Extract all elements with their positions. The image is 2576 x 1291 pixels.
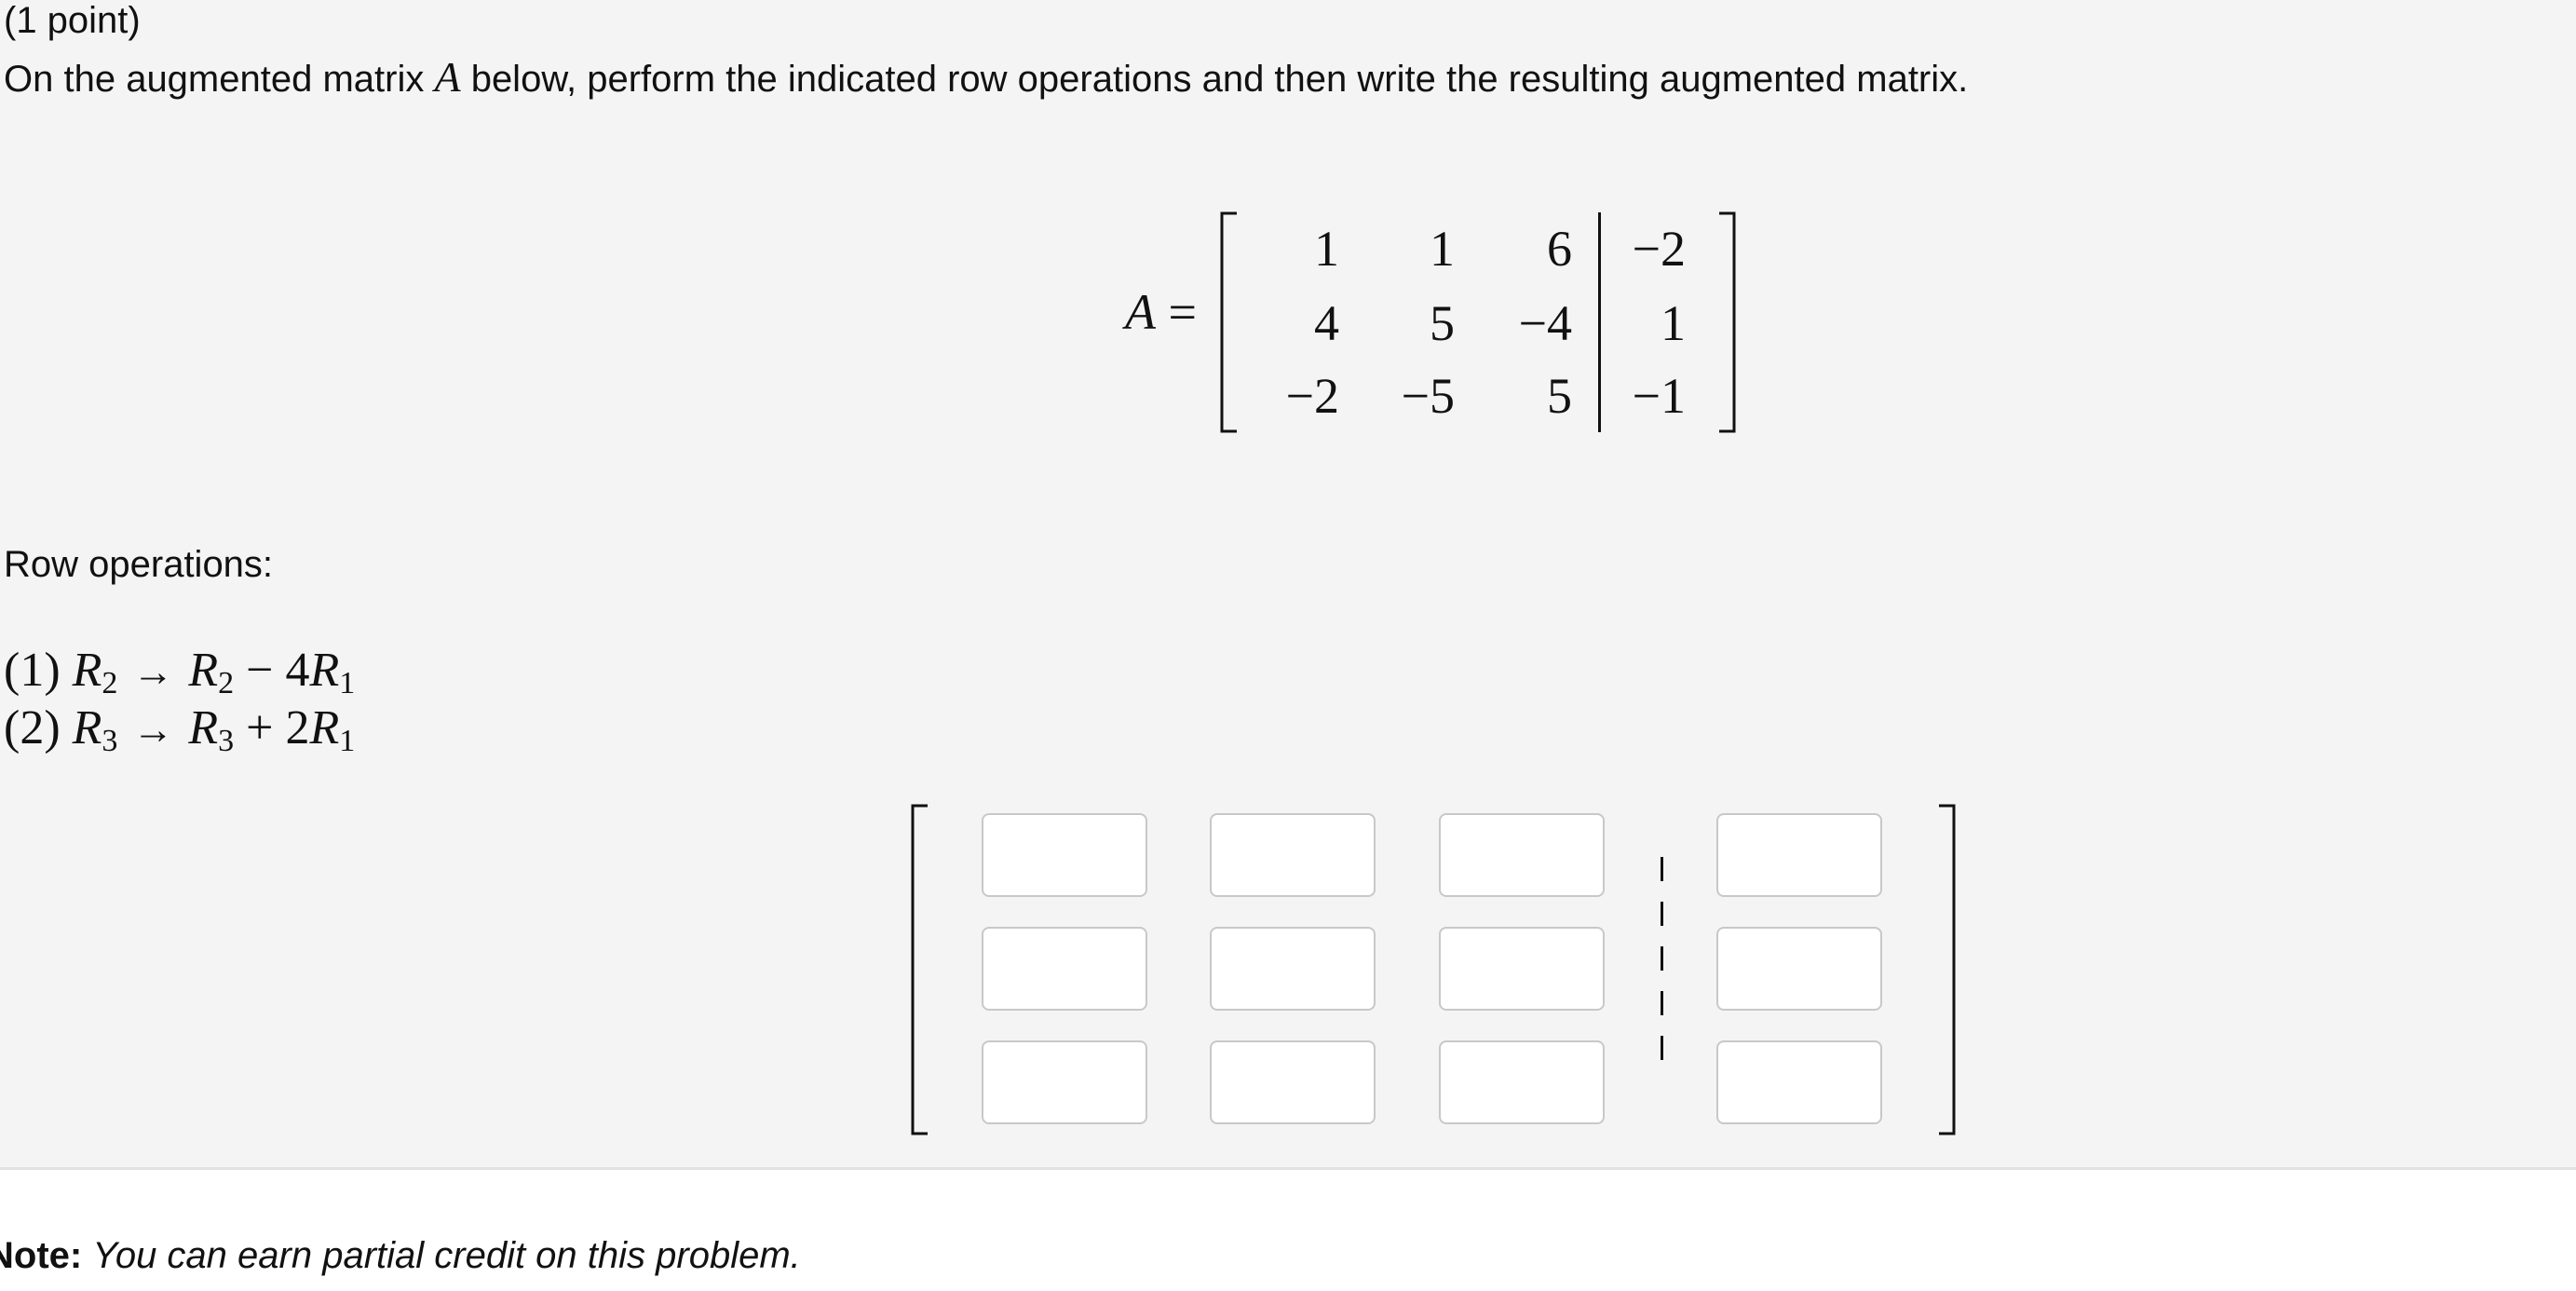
matrix-a-entry: −1 [1632, 368, 1686, 424]
partial-credit-note: Note: You can earn partial credit on thi… [0, 1235, 801, 1277]
matrix-a-left-bracket [1220, 211, 1237, 433]
divider-dash [1661, 1036, 1663, 1060]
divider-dash [1661, 991, 1663, 1015]
row-op-2-operator: + 2 [234, 701, 310, 754]
matrix-a-entry: 4 [1314, 295, 1339, 351]
answer-entry-input[interactable] [982, 813, 1147, 897]
row-op-2-lhs-sub: 3 [102, 724, 118, 758]
panel-divider [0, 1167, 2576, 1170]
instruction-text-before: On the augmented matrix [4, 59, 435, 100]
row-op-2-source-sub: 1 [339, 724, 356, 758]
matrix-a-entry: −2 [1285, 368, 1339, 424]
divider-dash [1661, 857, 1663, 881]
answer-entry-input[interactable] [982, 927, 1147, 1011]
row-op-1-lhs-sub: 2 [102, 666, 118, 700]
matrix-a-entry: 5 [1430, 295, 1455, 351]
matrix-a-entry: 1 [1661, 295, 1686, 351]
answer-entry-input[interactable] [1716, 813, 1882, 897]
row-op-2-rhs: R [188, 701, 219, 754]
instruction-matrix-var: A [434, 53, 461, 101]
matrix-a-augment-divider [1598, 212, 1601, 432]
answer-entry-input[interactable] [1439, 1040, 1605, 1124]
answer-entry-input[interactable] [1439, 813, 1605, 897]
row-operation-1: (1) R2→R2 − 4R1 [4, 646, 355, 700]
answer-entry-input[interactable] [1439, 927, 1605, 1011]
points-label: (1 point) [4, 0, 141, 41]
divider-dash [1661, 902, 1663, 926]
row-op-2-number: (2) [4, 701, 61, 754]
answer-entry-input[interactable] [1716, 1040, 1882, 1124]
instruction-text-after: below, perform the indicated row operati… [460, 59, 1969, 100]
right-arrow-icon: → [132, 649, 174, 695]
row-op-2-rhs-sub: 3 [218, 724, 235, 758]
row-op-2-source: R [309, 701, 340, 754]
matrix-a-label: A = [1125, 284, 1197, 340]
row-op-1-operator: − 4 [234, 644, 310, 697]
matrix-a-entry: 5 [1547, 368, 1572, 424]
divider-dash [1661, 946, 1663, 971]
right-arrow-icon: → [132, 707, 174, 753]
note-label: Note: [0, 1235, 83, 1276]
row-operation-2: (2) R3→R3 + 2R1 [4, 704, 355, 757]
answer-matrix-left-bracket [911, 804, 928, 1135]
problem-instruction: On the augmented matrix A below, perform… [4, 52, 1968, 102]
answer-entry-input[interactable] [1210, 927, 1376, 1011]
answer-entry-input[interactable] [1716, 927, 1882, 1011]
row-op-2-lhs: R [72, 701, 102, 754]
answer-entry-input[interactable] [1210, 813, 1376, 897]
row-op-1-lhs: R [72, 644, 102, 697]
note-text: You can earn partial credit on this prob… [92, 1235, 801, 1276]
answer-matrix-right-bracket [1939, 804, 1956, 1135]
row-operations-heading: Row operations: [4, 544, 274, 585]
row-op-1-source: R [309, 644, 340, 697]
row-op-1-source-sub: 1 [339, 666, 356, 700]
answer-entry-input[interactable] [982, 1040, 1147, 1124]
matrix-a-entry: −5 [1401, 368, 1455, 424]
matrix-a-entry: 1 [1430, 221, 1455, 277]
matrix-a-right-bracket [1719, 211, 1736, 433]
matrix-a-entry: 6 [1547, 221, 1572, 277]
row-op-1-rhs: R [188, 644, 219, 697]
row-op-1-number: (1) [4, 644, 61, 697]
matrix-a-entry: −4 [1518, 295, 1572, 351]
answer-entry-input[interactable] [1210, 1040, 1376, 1124]
row-op-1-rhs-sub: 2 [218, 666, 235, 700]
matrix-a-entry: −2 [1632, 221, 1686, 277]
matrix-a-entry: 1 [1314, 221, 1339, 277]
